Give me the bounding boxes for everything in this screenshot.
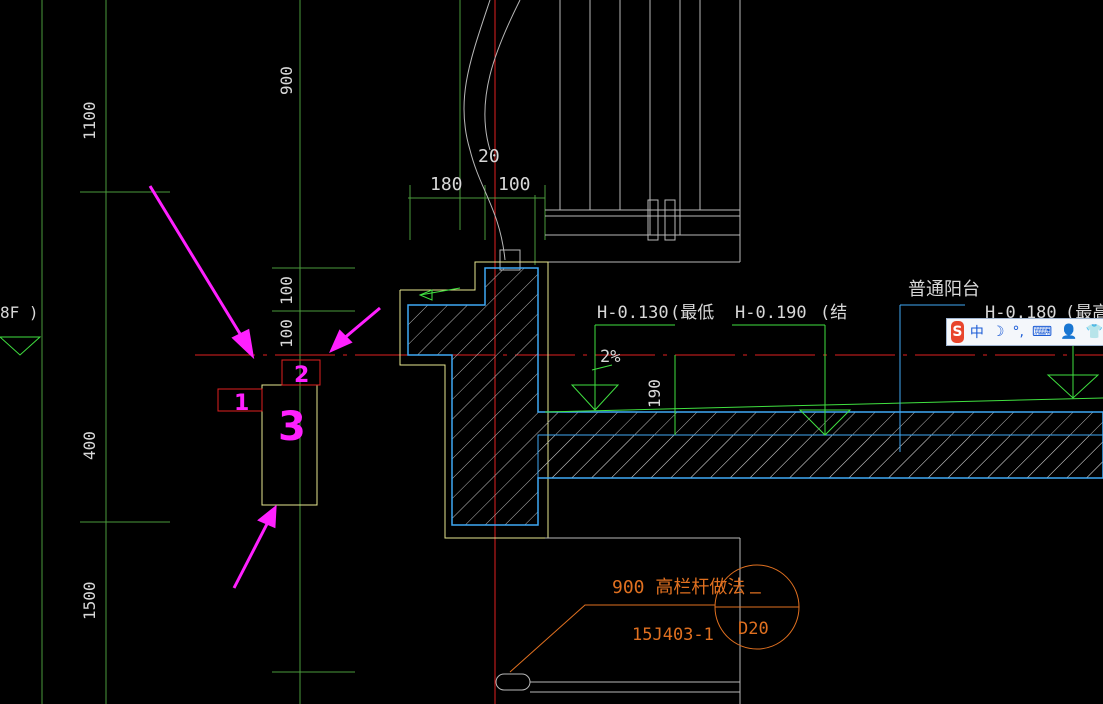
dim-190: 190 bbox=[645, 379, 664, 408]
dim-1100: 1100 bbox=[80, 101, 99, 140]
balcony-label: 普通阳台 bbox=[908, 279, 980, 300]
dim-900: 900 bbox=[277, 66, 296, 95]
marker-2: 2 bbox=[294, 363, 309, 388]
top-dimension-line bbox=[408, 185, 546, 240]
ime-keyboard-icon[interactable]: ⌨ bbox=[1031, 324, 1053, 340]
dim-100-top: 100 bbox=[498, 174, 531, 195]
detail-callout bbox=[509, 564, 800, 673]
level-h0130: H-0.130 bbox=[597, 303, 669, 323]
left-dimension-ticks bbox=[80, 191, 355, 673]
level-h0130-note: (最低 bbox=[670, 303, 714, 323]
ime-user-icon[interactable]: 👤 bbox=[1060, 324, 1078, 340]
dim-20: 20 bbox=[478, 146, 500, 167]
atlas-label: 15J403-1 bbox=[632, 625, 714, 645]
grid-lines bbox=[41, 0, 536, 704]
dim-400: 400 bbox=[80, 431, 99, 460]
lower-outline bbox=[495, 537, 741, 704]
ime-punctuation-icon[interactable]: °, bbox=[1012, 324, 1024, 340]
dim-1500: 1500 bbox=[80, 581, 99, 620]
slope-arrowhead bbox=[418, 289, 433, 301]
railing-label: 900 高栏杆做法 bbox=[612, 577, 745, 598]
annotation-arrows bbox=[148, 185, 381, 589]
slope-mark bbox=[591, 364, 613, 371]
dim-100-upper: 100 bbox=[277, 276, 296, 305]
level-h0190-note: (结 bbox=[820, 303, 847, 323]
ime-toolbar[interactable]: S 中 ☽ °, ⌨ 👤 👕 bbox=[946, 318, 1103, 346]
level-h0190: H-0.190 bbox=[735, 303, 807, 323]
dim-180: 180 bbox=[430, 174, 463, 195]
slope-arrow bbox=[419, 287, 461, 296]
concrete-section bbox=[407, 267, 1103, 526]
dim-100-lower: 100 bbox=[277, 319, 296, 348]
railing-elevation bbox=[463, 0, 741, 271]
ime-mode-button[interactable]: 中 bbox=[969, 325, 984, 341]
marked-region-1[interactable] bbox=[217, 388, 263, 412]
left-partial-label: 8F ) bbox=[0, 303, 39, 322]
detail-bottom-label: D20 bbox=[738, 619, 769, 639]
finish-surface-line bbox=[544, 397, 1103, 413]
marker-3: 3 bbox=[278, 404, 306, 450]
marked-region-2[interactable] bbox=[281, 359, 321, 386]
marker-1: 1 bbox=[234, 391, 249, 416]
axis-lines bbox=[195, 0, 1103, 704]
detail-top-label: — bbox=[750, 582, 761, 603]
ime-moon-icon[interactable]: ☽ bbox=[991, 324, 1005, 340]
left-level-symbol bbox=[0, 336, 42, 356]
ime-skin-icon[interactable]: 👕 bbox=[1085, 324, 1103, 340]
ime-logo-icon[interactable]: S bbox=[951, 321, 964, 343]
slope-label: 2% bbox=[600, 347, 620, 367]
